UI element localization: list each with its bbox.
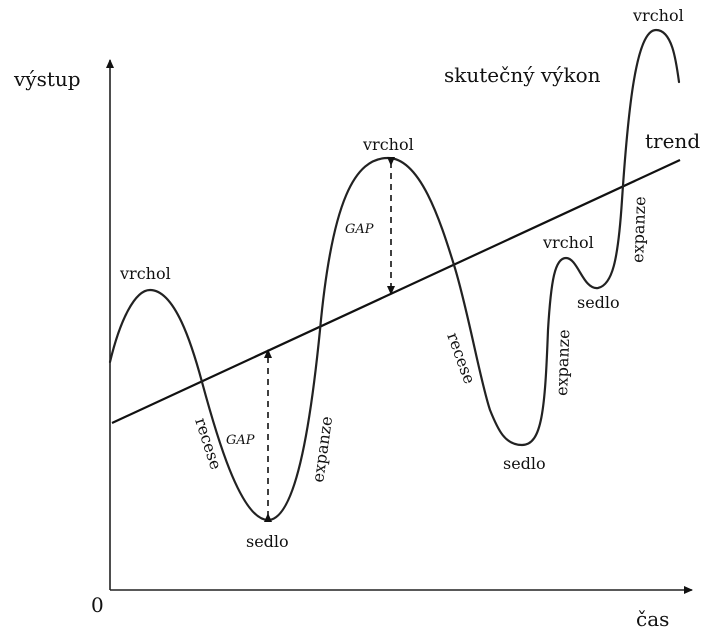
x-axis-label: čas [636,607,669,631]
gap-label-upper: GAP [345,222,374,237]
y-axis-label: výstup [13,67,81,91]
peak-label-2: vrchol [362,135,414,154]
peak-label-1: vrchol [119,264,171,283]
gap-label-lower: GAP [226,433,255,448]
trend-label: trend [645,129,700,153]
trough-label-3: sedlo [577,293,620,312]
recession-label-2: recese [443,330,479,387]
actual-output-curve [108,28,681,522]
trough-label-1: sedlo [246,532,289,551]
trough-label-2: sedlo [503,454,546,473]
peak-label-3: vrchol [542,233,594,252]
peak-label-4: vrchol [632,6,684,25]
expansion-label-1: expanze [308,415,336,483]
expansion-label-2: expanze [552,329,573,396]
actual-output-label: skutečný výkon [444,63,601,87]
origin-label: 0 [91,593,104,617]
expansion-label-3: expanze [628,196,649,263]
trend-line [111,159,681,424]
